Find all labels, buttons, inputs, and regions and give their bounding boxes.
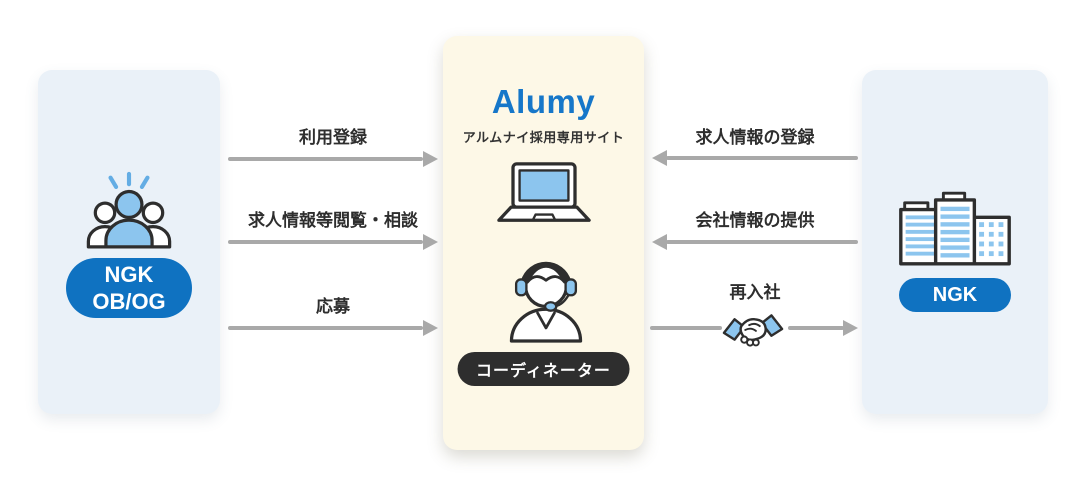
arrow-line [228, 240, 423, 244]
arrow-line [228, 157, 423, 161]
ngk-obog-line1: NGK [104, 262, 154, 287]
arrow-left-icon [652, 234, 667, 250]
arrow-right-icon [843, 320, 858, 336]
panel-ngk: NGK [862, 70, 1048, 414]
panel-ngk-obog: NGK OB/OG [38, 70, 220, 414]
handshake-icon [722, 314, 784, 347]
laptop-icon [497, 162, 591, 222]
alumy-subtitle: アルムナイ採用専用サイト [462, 130, 625, 145]
flow-label-riyou-touroku: 利用登録 [299, 128, 367, 147]
ngk-obog-pill: NGK OB/OG [66, 258, 192, 318]
arrow-right-icon [423, 151, 438, 167]
arrow-left-icon [652, 150, 667, 166]
flow-label-kyuujin-touroku: 求人情報の登録 [695, 128, 815, 147]
coordinator-headset-icon [509, 261, 583, 343]
flow-label-kyuujin-etsuran: 求人情報等閲覧・相談 [248, 211, 418, 230]
office-buildings-icon [899, 191, 1011, 266]
arrow-line [666, 156, 858, 160]
panel-alumy: Alumy アルムナイ採用専用サイト コーディネ [443, 36, 644, 450]
arrow-right-icon [423, 234, 438, 250]
arrow-line [788, 326, 844, 330]
arrow-right-icon [423, 320, 438, 336]
ngk-pill: NGK [899, 278, 1011, 312]
flow-label-kaisha-jouhou: 会社情報の提供 [695, 211, 815, 230]
coordinator-badge: コーディネーター [457, 352, 630, 386]
arrow-line [650, 326, 722, 330]
alumy-title: Alumy [491, 83, 596, 120]
flow-label-oubo: 応募 [316, 297, 350, 316]
flow-label-sainyuusha: 再入社 [729, 283, 781, 302]
arrow-line [666, 240, 858, 244]
arrow-line [228, 326, 423, 330]
ngk-obog-line2: OB/OG [92, 289, 166, 314]
people-group-icon [86, 171, 172, 249]
